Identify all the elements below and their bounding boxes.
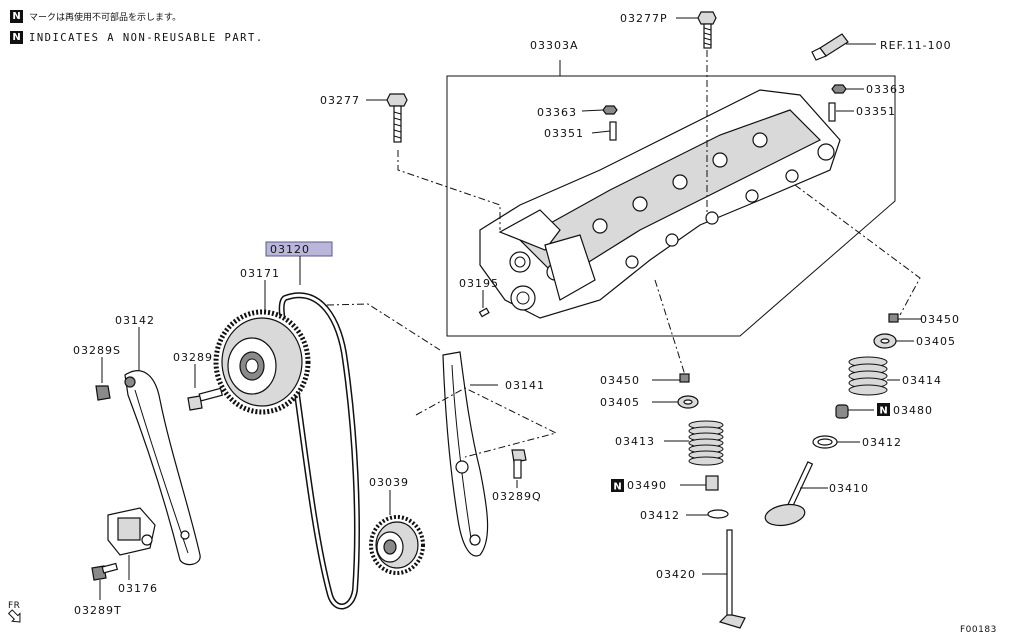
label-03412-a[interactable]: 03412 <box>640 509 680 522</box>
camshaft-carrier-assembly[interactable] <box>479 89 841 319</box>
front-label: FR <box>8 601 20 611</box>
label-03414[interactable]: 03414 <box>902 374 942 387</box>
label-03351-b[interactable]: 03351 <box>856 105 896 118</box>
nut-03363-a[interactable] <box>602 105 618 115</box>
legend-japanese: N マークは再使用不可部品を示します。 <box>10 10 181 23</box>
crankshaft-sprocket-03039[interactable] <box>369 515 425 575</box>
label-03141[interactable]: 03141 <box>505 379 545 392</box>
label-03351-a[interactable]: 03351 <box>544 127 584 140</box>
label-03277[interactable]: 03277 <box>320 94 360 107</box>
non-reusable-marker-text: N <box>879 406 887 417</box>
label-03420[interactable]: 03420 <box>656 568 696 581</box>
label-03120[interactable]: 03120 <box>270 243 310 256</box>
valve-stem-seal-03490[interactable] <box>705 475 719 491</box>
pin-03195[interactable] <box>478 307 490 318</box>
legend-english: N INDICATES A NON-REUSABLE PART. <box>10 31 264 44</box>
label-03142[interactable]: 03142 <box>115 314 155 327</box>
bolt-03277[interactable] <box>386 93 408 143</box>
non-reusable-marker-icon <box>611 479 624 492</box>
label-03289[interactable]: 03289 <box>173 351 213 364</box>
figure-code: F00183 <box>960 625 997 635</box>
label-ref-11-100[interactable]: REF.11-100 <box>880 39 952 52</box>
label-03450-a[interactable]: 03450 <box>600 374 640 387</box>
label-03289T[interactable]: 03289T <box>74 604 122 617</box>
non-reusable-marker-icon: N <box>10 10 23 23</box>
non-reusable-marker-icon <box>877 403 890 416</box>
label-03195[interactable]: 03195 <box>459 277 499 290</box>
label-03289S[interactable]: 03289S <box>73 344 121 357</box>
label-03480[interactable]: 03480 <box>893 404 933 417</box>
label-03363-a[interactable]: 03363 <box>537 106 577 119</box>
spring-seat-03412-a[interactable] <box>707 509 729 519</box>
legend-jp-text: マークは再使用不可部品を示します。 <box>29 13 182 23</box>
chain-guide-03142[interactable] <box>124 370 201 566</box>
valve-spring-03414[interactable] <box>848 356 888 396</box>
chain-tensioner-03176[interactable] <box>107 507 156 556</box>
front-arrow-icon <box>7 609 21 623</box>
label-03289Q[interactable]: 03289Q <box>492 490 542 503</box>
label-03405-b[interactable]: 03405 <box>916 335 956 348</box>
legend-en-text: INDICATES A NON-REUSABLE PART. <box>29 31 264 44</box>
bolt-03277P[interactable] <box>697 11 717 49</box>
spring-retainer-03405-b[interactable] <box>873 333 897 349</box>
label-03277P[interactable]: 03277P <box>620 12 668 25</box>
label-03413[interactable]: 03413 <box>615 435 655 448</box>
bolt-03289S[interactable] <box>95 385 111 401</box>
label-03405-a[interactable]: 03405 <box>600 396 640 409</box>
label-03450-b[interactable]: 03450 <box>920 313 960 326</box>
valve-stem-seal-03480[interactable] <box>835 404 849 419</box>
non-reusable-marker-icon: N <box>10 31 23 44</box>
chain-guide-03141[interactable] <box>442 351 489 557</box>
label-03410[interactable]: 03410 <box>829 482 869 495</box>
bolt-03289[interactable] <box>187 387 224 411</box>
valve-keeper-03450-a[interactable] <box>679 373 690 383</box>
nut-03363-b[interactable] <box>831 84 847 94</box>
bolt-03289T[interactable] <box>91 562 119 581</box>
valve-03420[interactable] <box>718 529 746 629</box>
sealant-tube[interactable] <box>811 33 849 61</box>
label-03490[interactable]: 03490 <box>627 479 667 492</box>
valve-keeper-03450-b[interactable] <box>888 313 899 323</box>
label-03412-b[interactable]: 03412 <box>862 436 902 449</box>
label-03171[interactable]: 03171 <box>240 267 280 280</box>
highlight-box-03120 <box>265 241 333 257</box>
non-reusable-marker-text: N <box>613 482 621 493</box>
label-03303A[interactable]: 03303A <box>530 39 579 52</box>
valve-spring-03413[interactable] <box>688 420 724 466</box>
stud-03351-a[interactable] <box>609 121 617 141</box>
label-03039[interactable]: 03039 <box>369 476 409 489</box>
camshaft-sprocket-03171[interactable] <box>213 309 311 415</box>
bolt-03289Q[interactable] <box>511 449 527 479</box>
camshaft-assembly-frame <box>446 75 896 337</box>
label-03363-b[interactable]: 03363 <box>866 83 906 96</box>
valve-03410[interactable] <box>764 461 814 528</box>
spring-seat-03412-b[interactable] <box>812 435 838 449</box>
stud-03351-b[interactable] <box>828 102 836 122</box>
label-03176[interactable]: 03176 <box>118 582 158 595</box>
spring-retainer-03405-a[interactable] <box>677 395 699 409</box>
